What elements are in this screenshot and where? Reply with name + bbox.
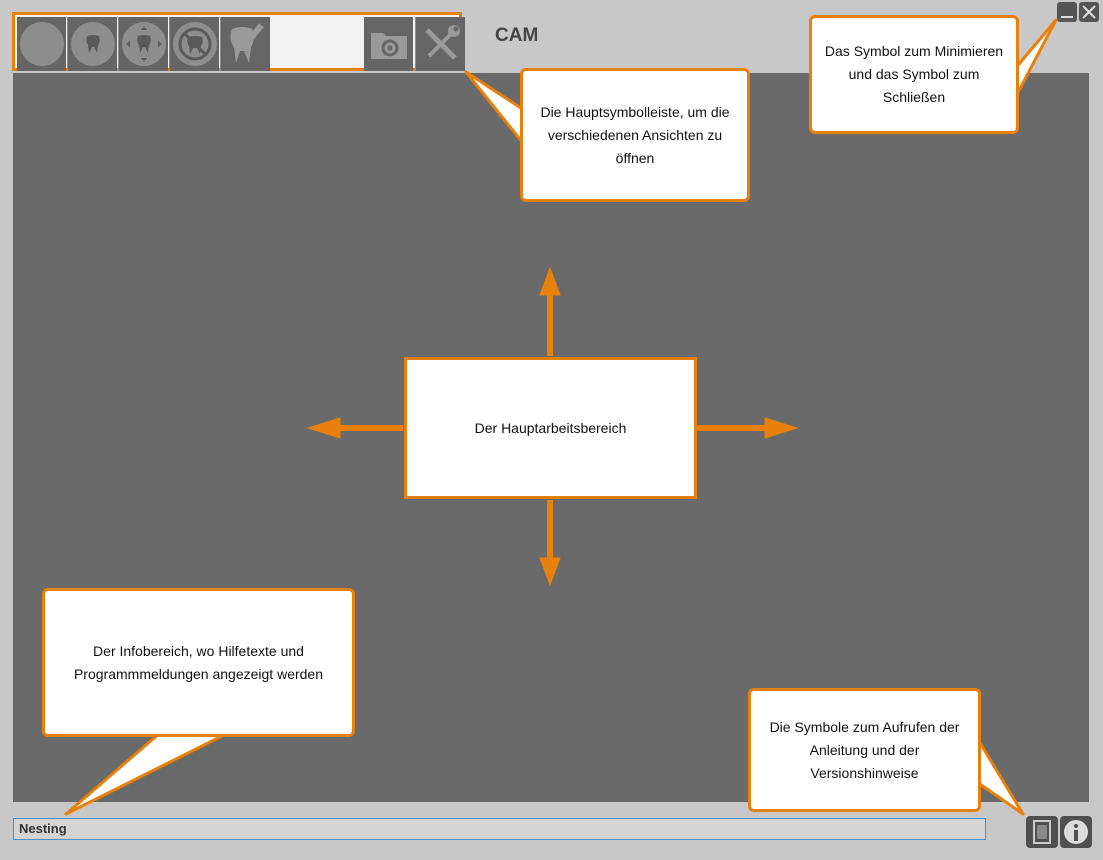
minimize-icon <box>1061 16 1073 18</box>
wrench-screwdriver-icon <box>424 25 460 60</box>
tooth-icon <box>70 22 115 66</box>
folder-gear-icon <box>370 33 407 59</box>
close-icon <box>1082 5 1096 19</box>
callout-window-controls: Das Symbol zum Minimieren und das Symbol… <box>809 15 1019 134</box>
tooth-move-icon <box>121 22 166 66</box>
app-title: CAM <box>495 25 539 46</box>
tooth-crossed-icon <box>172 22 217 66</box>
home-button[interactable] <box>17 17 66 71</box>
minimize-button[interactable] <box>1057 2 1077 22</box>
tooth-pencil-icon <box>229 23 264 63</box>
main-toolbar <box>12 12 465 71</box>
tooth-view-button[interactable] <box>67 17 117 71</box>
tooth-edit-button[interactable] <box>220 17 270 71</box>
manual-book-icon <box>1033 820 1051 844</box>
folder-settings-button[interactable] <box>364 17 413 71</box>
callout-info-area: Der Infobereich, wo Hilfetexte und Progr… <box>42 588 355 737</box>
manual-button[interactable] <box>1026 816 1058 848</box>
blank-circle-icon <box>19 22 64 66</box>
info-icon <box>1064 820 1088 844</box>
tooth-move-button[interactable] <box>118 17 168 71</box>
tools-button[interactable] <box>415 17 465 71</box>
callout-bottom-icons: Die Symbole zum Aufrufen der Anleitung u… <box>748 688 981 812</box>
close-button[interactable] <box>1079 2 1099 22</box>
version-info-button[interactable] <box>1060 816 1092 848</box>
callout-toolbar: Die Hauptsymbolleiste, um die verschiede… <box>520 68 750 202</box>
callout-work-area: Der Hauptarbeitsbereich <box>404 357 697 499</box>
info-status-bar: Nesting <box>13 818 986 840</box>
no-tooth-button[interactable] <box>169 17 219 71</box>
